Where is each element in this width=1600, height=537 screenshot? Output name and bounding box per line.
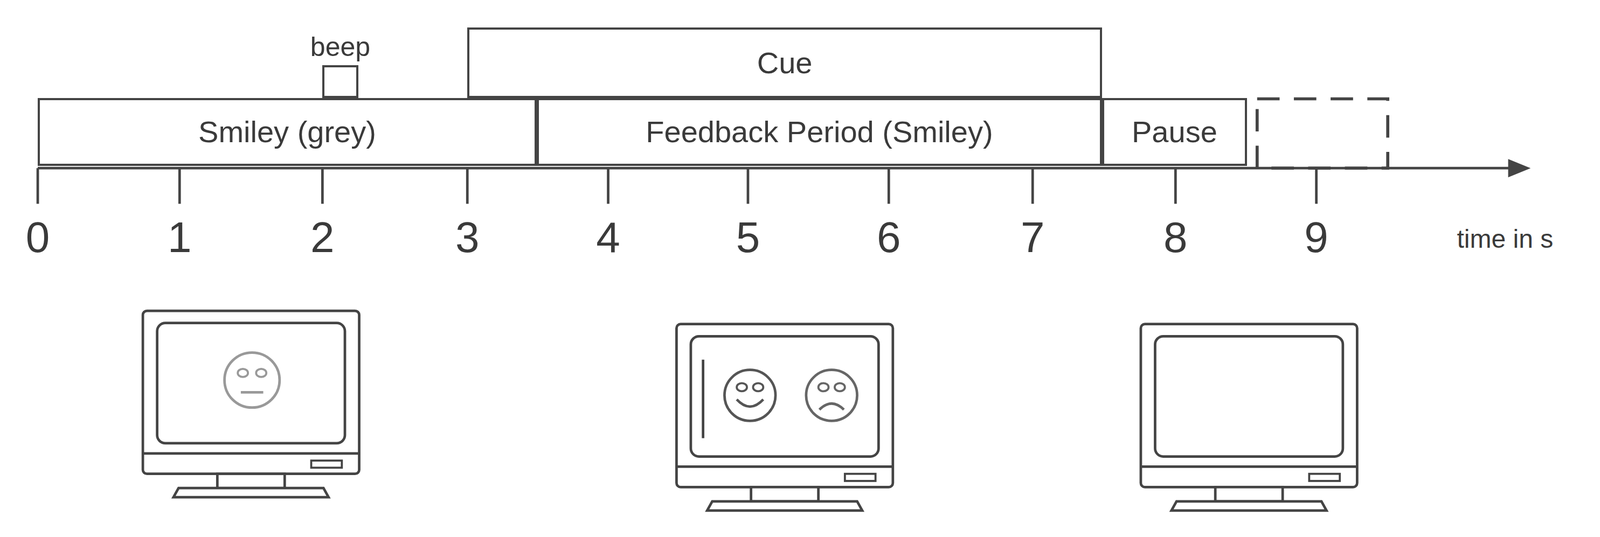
phase-label: Cue — [757, 46, 813, 80]
tick-number: 4 — [596, 213, 621, 262]
monitor-grey-smiley — [142, 310, 359, 498]
cue-bar: Cue — [467, 27, 1103, 99]
tick-number: 1 — [167, 213, 192, 262]
tick-number: 9 — [1304, 213, 1329, 262]
tick-number: 7 — [1020, 213, 1045, 262]
tick-number: 6 — [876, 213, 902, 262]
monitor-feedback-smileys — [676, 324, 893, 511]
next-trial-dashed-box — [1257, 99, 1388, 169]
tick-number: 5 — [736, 213, 761, 262]
axis-label: time in s — [1457, 225, 1554, 254]
phase-label: Smiley (grey) — [198, 115, 377, 149]
tick-number: 2 — [310, 213, 335, 262]
tick-number: 8 — [1163, 213, 1188, 262]
phase-box: Pause — [1102, 98, 1248, 167]
phase-label: Feedback Period (Smiley) — [645, 115, 993, 149]
phase-box: Feedback Period (Smiley) — [536, 98, 1103, 167]
monitor-blank — [1140, 324, 1357, 511]
phase-label: Pause — [1131, 115, 1218, 149]
tick-number: 0 — [25, 213, 51, 262]
beep-box: beep — [322, 65, 358, 99]
tick-number: 3 — [455, 213, 480, 262]
beep-label: beep — [310, 32, 371, 62]
phase-box: Smiley (grey) — [37, 98, 537, 167]
